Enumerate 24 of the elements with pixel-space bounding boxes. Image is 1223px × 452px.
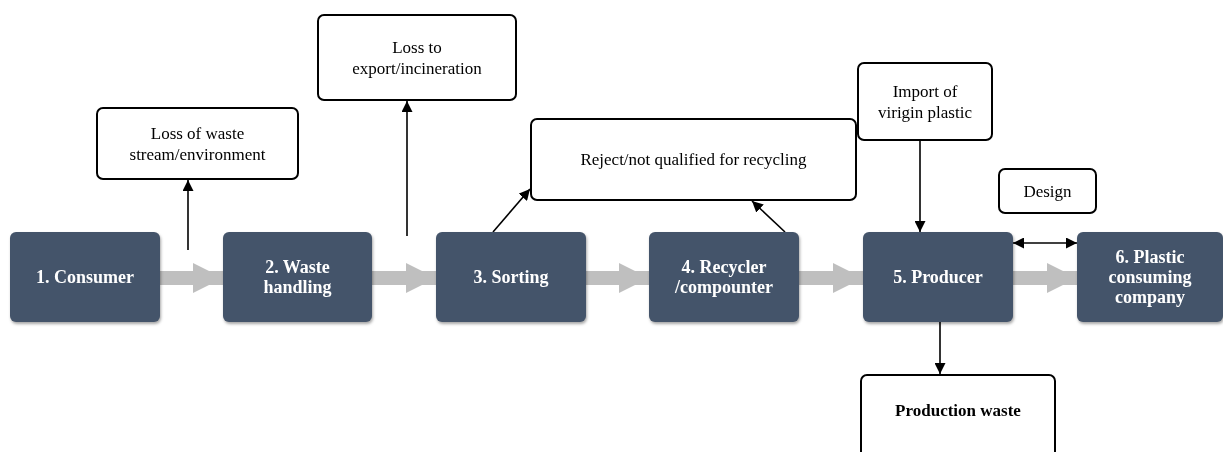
note-box: Loss of waste stream/environment <box>96 107 299 180</box>
arrow <box>914 140 926 233</box>
block-arrow <box>160 263 223 293</box>
note-box: Reject/not qualified for recycling <box>530 118 857 201</box>
process-box: 1. Consumer <box>10 232 160 322</box>
process-box: 6. Plastic consuming company <box>1077 232 1223 322</box>
arrow <box>401 100 413 237</box>
block-arrow <box>586 263 649 293</box>
process-box: 4. Recycler /compounter <box>649 232 799 322</box>
note-box: Import of virigin plastic <box>857 62 993 141</box>
process-box: 3. Sorting <box>436 232 586 322</box>
note-box: Design <box>998 168 1097 214</box>
arrow <box>934 321 946 375</box>
arrow <box>182 179 194 251</box>
note-box: Production waste <box>860 374 1056 452</box>
note-box: Loss to export/incineration <box>317 14 517 101</box>
arrow <box>492 188 531 233</box>
process-box: 5. Producer <box>863 232 1013 322</box>
block-arrow <box>1013 263 1077 293</box>
block-arrow <box>372 263 436 293</box>
arrow <box>751 200 786 233</box>
block-arrow <box>799 263 863 293</box>
process-box: 2. Waste handling <box>223 232 372 322</box>
double-arrow <box>1012 237 1078 249</box>
